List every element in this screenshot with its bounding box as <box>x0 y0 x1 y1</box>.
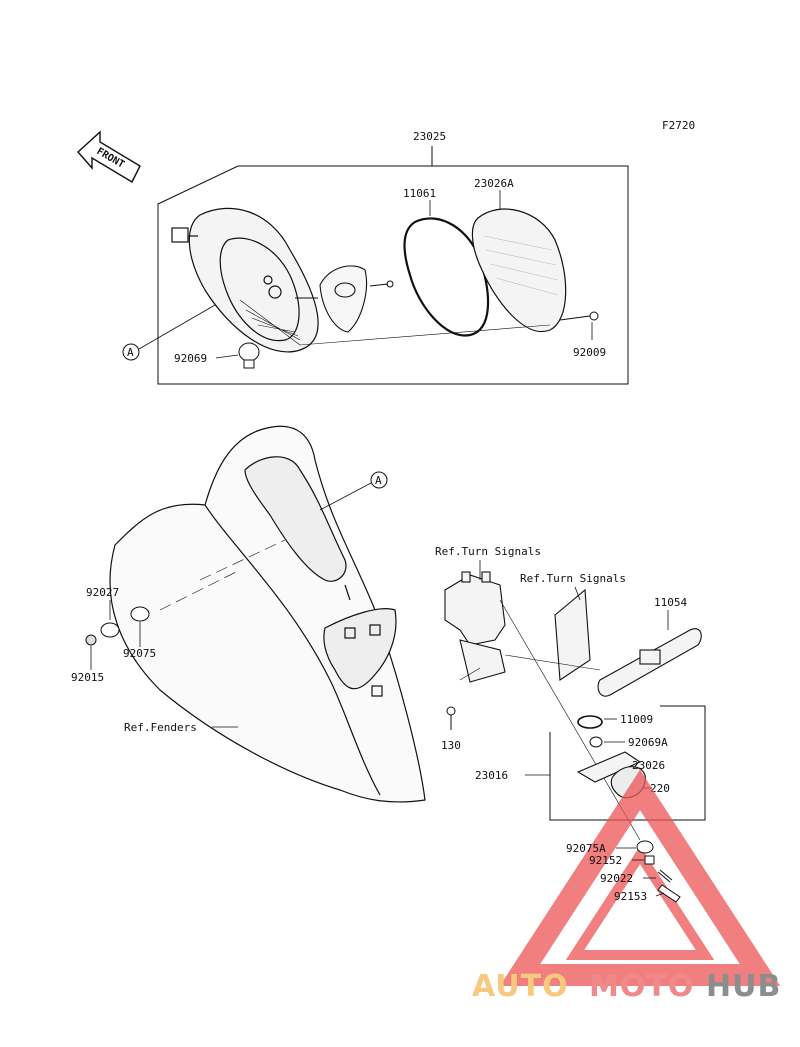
lens-ribbing <box>483 235 559 296</box>
reference-mark-a-lower: A <box>319 471 388 511</box>
turn-signal-plate <box>554 588 591 681</box>
callout-220: 220 <box>650 782 670 795</box>
watermark-logo <box>499 769 781 986</box>
callout-11061: 11061 <box>403 187 436 200</box>
grommet-92075A <box>636 840 654 854</box>
callout-92152: 92152 <box>589 854 622 867</box>
spring-92022 <box>657 869 673 883</box>
callout-92022: 92022 <box>600 872 633 885</box>
svg-text:MOTO: MOTO <box>589 969 694 1004</box>
callout-11009: 11009 <box>620 713 653 726</box>
callout-23026A: 23026A <box>474 177 514 190</box>
svg-text:A: A <box>375 474 382 487</box>
svg-text:HUB: HUB <box>706 969 781 1004</box>
bulb-socket <box>295 265 368 333</box>
license-bulb-icon <box>589 736 603 748</box>
callout-92153: 92153 <box>614 890 647 903</box>
callout-ref-turn-signals-1: Ref.Turn Signals <box>435 545 541 558</box>
callout-23026: 23026 <box>632 759 665 772</box>
gasket-11009 <box>577 715 603 729</box>
reflector-bracket-11054 <box>597 628 702 697</box>
tail-light-lens <box>471 208 567 333</box>
bolt-icon <box>446 706 456 730</box>
tail-light-assembly-frame <box>157 146 629 385</box>
callout-92075: 92075 <box>123 647 156 660</box>
svg-text:A: A <box>127 346 134 359</box>
callout-23016: 23016 <box>475 769 508 782</box>
bulb-icon <box>238 342 260 369</box>
watermark-text: AUTO MOTO HUB <box>472 969 781 1004</box>
callout-92009: 92009 <box>573 346 606 359</box>
front-arrow-icon: FRONT <box>77 130 141 183</box>
svg-text:AUTO: AUTO <box>472 969 569 1004</box>
callout-ref-turn-signals-2: Ref.Turn Signals <box>520 572 626 585</box>
callout-92069A: 92069A <box>628 736 668 749</box>
callout-ref-fenders: Ref.Fenders <box>124 721 197 734</box>
tail-light-housing <box>171 207 319 353</box>
callout-92015: 92015 <box>71 671 104 684</box>
lens-gasket <box>403 217 490 337</box>
rear-fender <box>109 425 426 803</box>
callout-23025: 23025 <box>413 130 446 143</box>
collar-92152 <box>644 855 655 865</box>
license-light-frame <box>549 705 706 821</box>
license-bracket <box>444 571 506 683</box>
figure-code: F2720 <box>662 119 695 132</box>
callout-92027: 92027 <box>86 586 119 599</box>
callout-11054: 11054 <box>654 596 687 609</box>
reference-mark-a-top: A <box>122 304 216 361</box>
lens-screw-icon <box>559 311 599 321</box>
grommet-icon <box>85 606 150 646</box>
callout-130: 130 <box>441 739 461 752</box>
screw-icon <box>369 280 394 288</box>
callout-92069: 92069 <box>174 352 207 365</box>
bolt-92153 <box>657 884 681 903</box>
callout-92075A: 92075A <box>566 842 606 855</box>
